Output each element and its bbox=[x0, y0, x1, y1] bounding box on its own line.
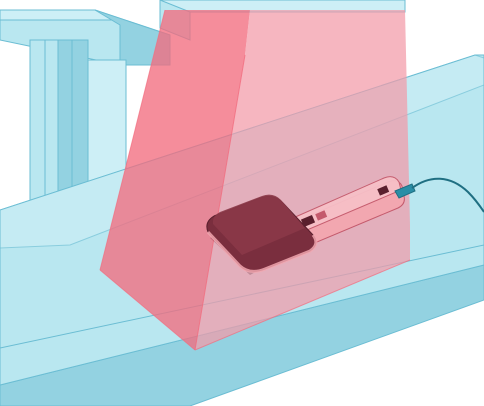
scene-illustration bbox=[0, 0, 484, 406]
